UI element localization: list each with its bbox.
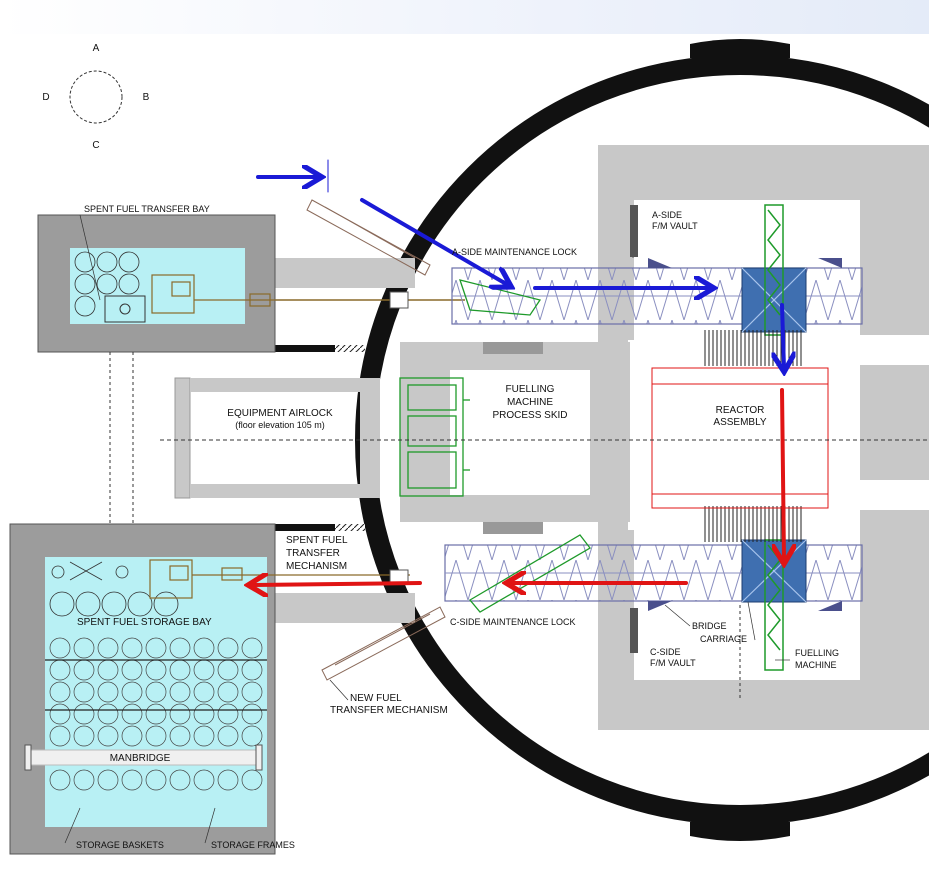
compass-letter-c: C: [92, 140, 100, 151]
equipment-airlock: [174, 377, 380, 499]
spent-fuel-transfer-bay-label: SPENT FUEL TRANSFER BAY: [84, 204, 210, 214]
spent-fuel-path-arrows: [252, 388, 784, 585]
carriage-leader: [747, 601, 756, 641]
spent-fuel-transfer-mechanism-label-1: SPENT FUEL: [286, 535, 348, 546]
process-skid-label-3: PROCESS SKID: [492, 410, 568, 421]
a-side-maintenance-lock-label: A-SIDE MAINTENANCE LOCK: [452, 247, 578, 257]
a-side-transfer-duct: [275, 258, 415, 288]
compass-letter-d: D: [42, 92, 50, 103]
manbridge-label: MANBRIDGE: [109, 753, 171, 764]
spent-fuel-storage-bay-label: SPENT FUEL STORAGE BAY: [77, 617, 212, 628]
c-side-lock-seal: [275, 524, 335, 531]
frames-leader: [204, 807, 216, 844]
bridge-label: BRIDGE: [692, 621, 727, 631]
spent-fuel-transfer-mechanism-label-3: MECHANISM: [286, 561, 348, 572]
c-side-maintenance-lock-label: C-SIDE MAINTENANCE LOCK: [450, 617, 576, 627]
vault-door-lower: [483, 522, 543, 534]
c-side-green-mechanism: [469, 534, 591, 613]
compass-circle: [69, 70, 123, 124]
fuelling-machine-label-2: MACHINE: [795, 660, 837, 670]
reactor-assembly-label-2: ASSEMBLY: [713, 417, 767, 428]
a-side-fm-vault-label-1: A-SIDE: [652, 210, 683, 220]
new-fuel-path-arrows: [256, 159, 784, 368]
baskets-leader: [64, 807, 81, 844]
new-fuel-transfer-mechanism-label-2: TRANSFER MECHANISM: [330, 705, 448, 716]
new-fuel-transfer-mechanism-label-1: NEW FUEL: [350, 693, 402, 704]
a-side-lock-seal: [275, 345, 335, 352]
c-side-transfer-duct: [275, 593, 415, 623]
spent-fuel-transfer-bay: [37, 214, 276, 353]
c-side-fm-vault-label-2: F/M VAULT: [650, 658, 696, 668]
carriage-label: CARRIAGE: [700, 634, 748, 644]
title-bar-background: [0, 0, 929, 34]
reactor-vault-walls: [400, 145, 929, 730]
manbridge: [24, 744, 263, 771]
storage-baskets-label: STORAGE BASKETS: [76, 840, 164, 850]
process-skid-label-1: FUELLING: [505, 384, 555, 395]
c-side-carriage: [741, 539, 807, 603]
lower-end-fitting-rack: [702, 506, 802, 542]
bridge-leader: [664, 604, 691, 627]
storage-frames-label: STORAGE FRAMES: [211, 840, 295, 850]
upper-end-fitting-rack: [702, 330, 802, 366]
new-fuel-loading-mechanism-lower: [321, 606, 446, 681]
fuelling-machine-label-1: FUELLING: [795, 648, 840, 658]
spent-fuel-storage-bay: [9, 523, 276, 855]
a-side-lock-hatch: [335, 345, 365, 352]
a-side-vault-door: [630, 205, 638, 257]
a-side-transfer-port: [389, 291, 409, 309]
a-side-green-mechanism: [459, 279, 542, 316]
c-side-lock-hatch: [335, 524, 365, 531]
equipment-airlock-label-1: EQUIPMENT AIRLOCK: [227, 408, 333, 419]
a-side-fm-vault-label-2: F/M VAULT: [652, 221, 698, 231]
c-side-vault-door: [630, 608, 638, 653]
transfer-bay-leader: [79, 214, 101, 301]
reactor-assembly-label-1: REACTOR: [715, 405, 765, 416]
compass-letter-a: A: [92, 43, 100, 54]
compass-letter-b: B: [142, 92, 150, 103]
spent-fuel-transfer-mechanism-label-2: TRANSFER: [286, 548, 340, 559]
fuelling-machine-process-skid: [399, 377, 470, 497]
new-fuel-loading-mechanism-upper: [306, 199, 431, 276]
new-fuel-leader: [329, 679, 349, 701]
vault-door-upper: [483, 342, 543, 354]
c-side-fm-vault-label-1: C-SIDE: [650, 647, 681, 657]
reactor-assembly-outline: [651, 367, 829, 509]
process-skid-label-2: MACHINE: [506, 397, 554, 408]
equipment-airlock-label-2: (floor elevation 105 m): [235, 420, 325, 430]
